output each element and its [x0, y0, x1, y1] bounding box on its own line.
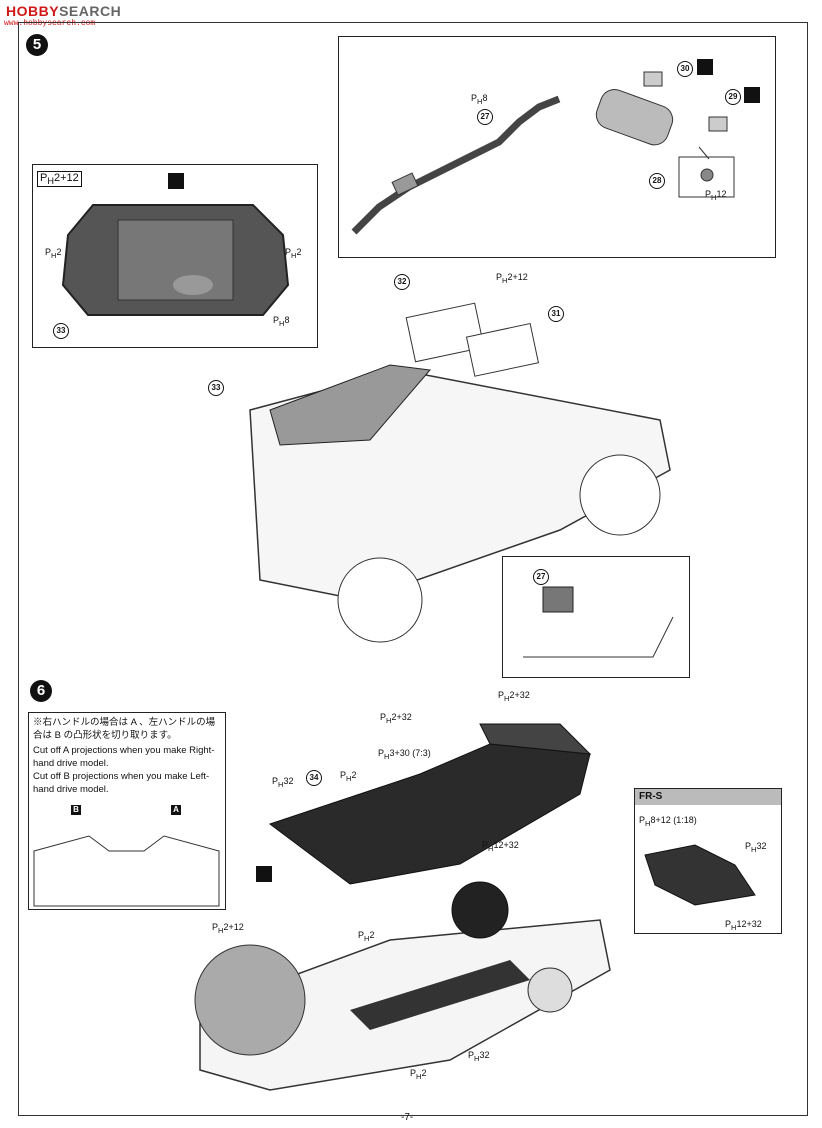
part-33-main-marker: 33 [208, 380, 224, 396]
part-31-marker: 31 [548, 306, 564, 322]
fr-s-drawing [644, 844, 756, 906]
fr-s-panel: FR-S PH8+12 (1:18) PH32 PH12+32 [634, 788, 782, 934]
label-mid1: PH2+32 [380, 712, 412, 725]
glue-icon [256, 866, 272, 882]
glue-icon [744, 87, 760, 103]
part-28-marker: 28 [649, 173, 665, 189]
inset-header: PH2+12 [37, 171, 82, 188]
page-frame [18, 22, 808, 1116]
inset-label-left: PH2 [45, 247, 62, 260]
step-5-number: 5 [26, 34, 48, 56]
fr-s-header: FR-S [635, 789, 781, 805]
fr-s-mix-label: PH8+12 (1:18) [639, 815, 697, 828]
glue-icon [168, 173, 184, 189]
chassis-p32-label: PH32 [468, 1050, 490, 1063]
watermark-url: www.hobbysearch.com [4, 19, 96, 28]
label-p32: PH32 [272, 776, 294, 789]
hand-drive-note-panel: ※右ハンドルの場合は A 、左ハンドルの場合は B の凸形状を切り取ります。 C… [28, 712, 226, 910]
chassis-p2a-label: PH2 [358, 930, 375, 943]
part-27-detail-marker: 27 [533, 569, 549, 585]
watermark-part2: SEARCH [59, 3, 122, 19]
note-japanese: ※右ハンドルの場合は A 、左ハンドルの場合は B の凸形状を切り取ります。 [33, 717, 216, 741]
letter-a-marker: A [171, 805, 181, 815]
step5-chassis-drawing [249, 302, 671, 643]
chassis-p2b-label: PH2 [410, 1068, 427, 1081]
part-33-marker: 33 [53, 323, 69, 339]
exhaust-inset: PH8 27 30 29 28 PH12 [338, 36, 776, 258]
part-29-marker: 29 [725, 89, 741, 105]
watermark-part1: HOBBY [6, 3, 60, 19]
step-6-number: 6 [30, 680, 52, 702]
detail-drawing [523, 586, 674, 658]
cover-label: PH2+12 [496, 272, 528, 285]
cutoff-drawing [33, 835, 220, 907]
label-mix: PH3+30 (7:3) [378, 748, 431, 761]
part-27-marker: 27 [477, 109, 493, 125]
inset-label-right: PH2 [285, 247, 302, 260]
underbody-drawing [61, 204, 290, 316]
label-top: PH2+32 [498, 690, 530, 703]
part-30-marker: 30 [677, 61, 693, 77]
detail-inset: 27 [502, 556, 690, 678]
floor-pan-drawing [268, 723, 592, 885]
exhaust-tip-label: PH12 [705, 189, 727, 202]
label-side: PH12+32 [482, 840, 519, 853]
note-english-1: Cut off A projections when you make Righ… [33, 745, 215, 769]
exhaust-drawing [351, 71, 735, 235]
note-english-2: Cut off B projections when you make Left… [33, 771, 210, 795]
watermark: HOBBYSEARCH [6, 3, 121, 19]
page-number: -7- [401, 1112, 414, 1123]
glue-icon [697, 59, 713, 75]
step6-chassis-drawing [194, 881, 611, 1091]
part-34-marker: 34 [306, 770, 322, 786]
inset-label-bottom: PH8 [273, 315, 290, 328]
chassis-front-label: PH2+12 [212, 922, 244, 935]
label-p2: PH2 [340, 770, 357, 783]
letter-b-marker: B [71, 805, 81, 815]
fr-s-p32-label: PH32 [745, 841, 767, 854]
part-32-marker: 32 [394, 274, 410, 290]
underbody-inset: PH2+12 PH2 PH2 PH8 33 [32, 164, 318, 348]
exhaust-pipe-label: PH8 [471, 93, 488, 106]
fr-s-bottom-label: PH12+32 [725, 919, 762, 932]
